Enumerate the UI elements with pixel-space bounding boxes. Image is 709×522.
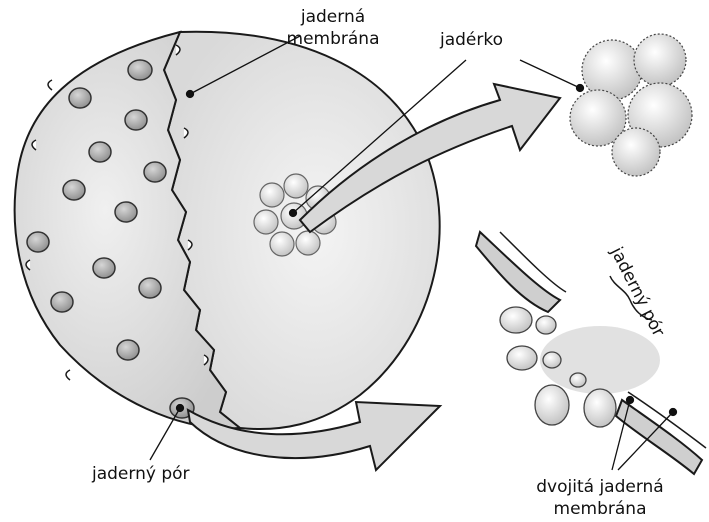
label-nuclear-membrane: jaderná membrána	[268, 6, 398, 50]
label-double-membrane-line2: membrána	[520, 498, 680, 520]
label-nuclear-pore: jaderný pór	[92, 464, 190, 484]
label-double-membrane: dvojitá jaderná membrána	[520, 476, 680, 520]
pore-detail	[476, 232, 706, 474]
nucleolus-enlarged	[570, 34, 692, 176]
label-nucleolus: jadérko	[440, 30, 503, 50]
label-nuclear-membrane-line2: membrána	[268, 28, 398, 50]
label-nuclear-membrane-line1: jaderná	[268, 6, 398, 28]
label-double-membrane-line1: dvojitá jaderná	[520, 476, 680, 498]
